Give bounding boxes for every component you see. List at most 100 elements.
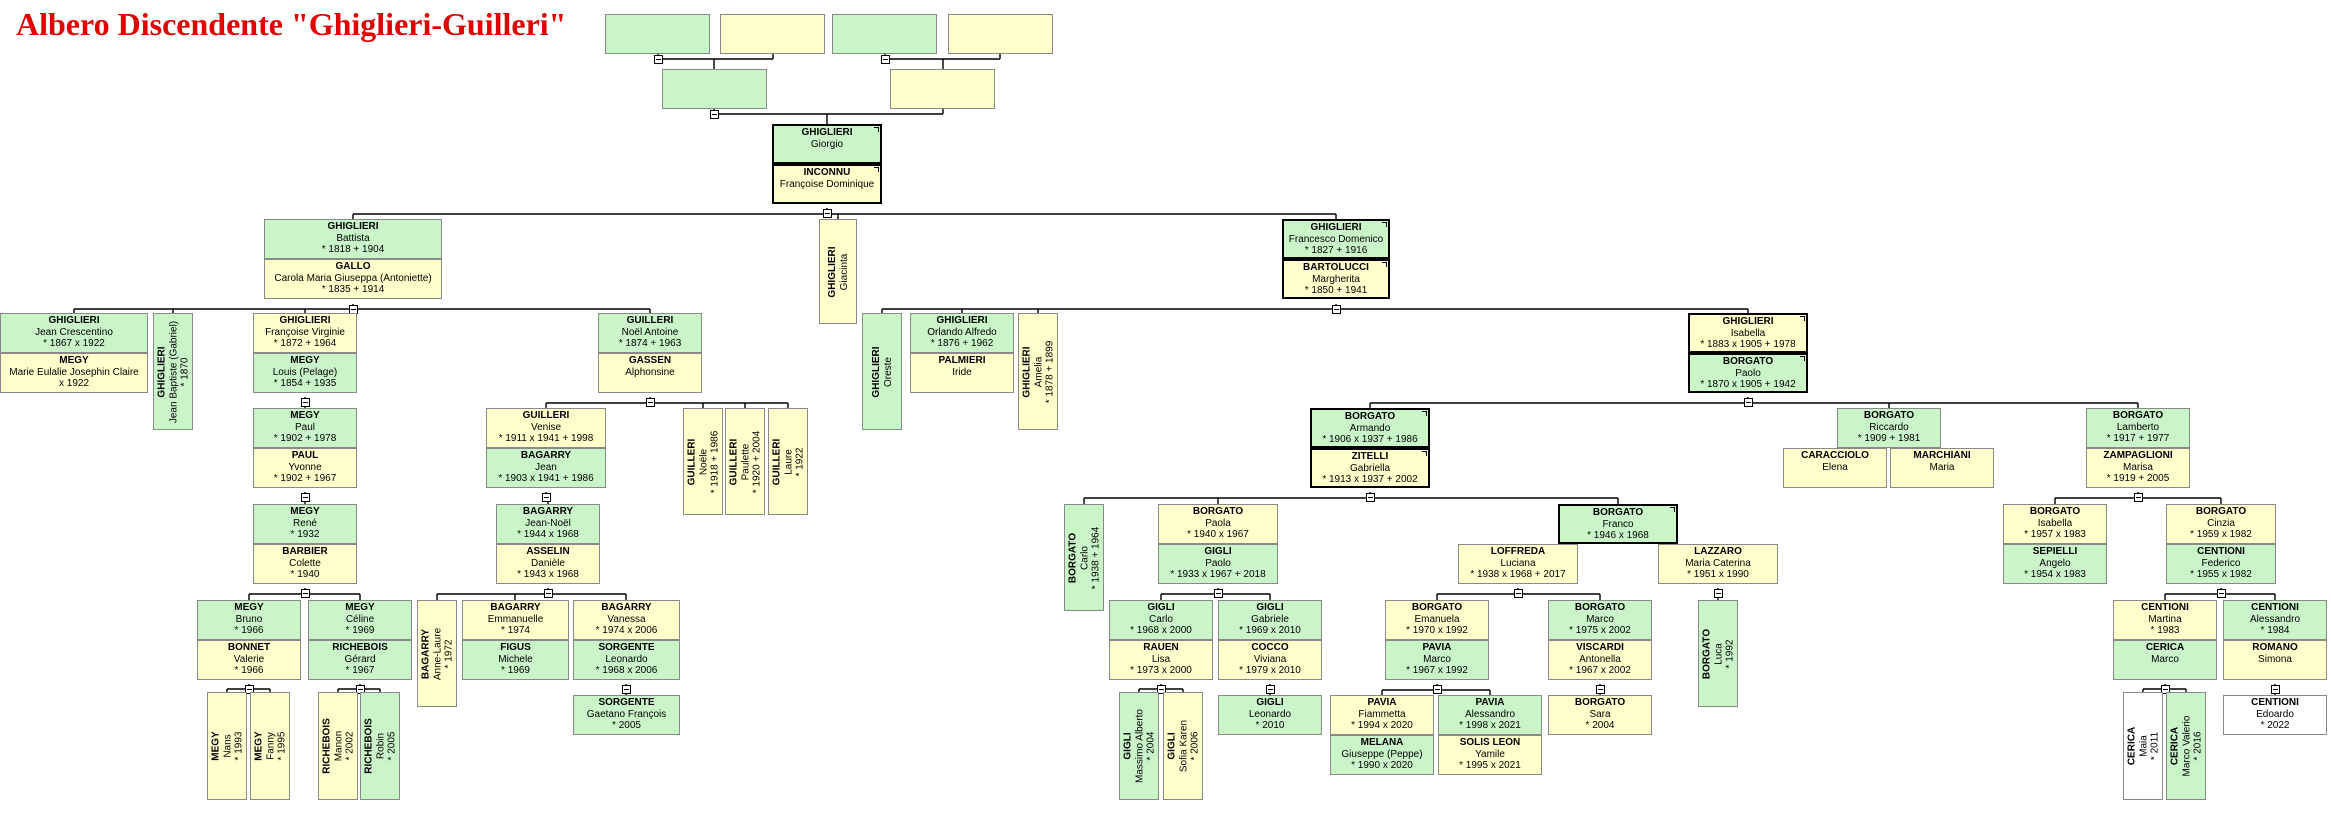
collapse-toggle-icon[interactable] — [2271, 685, 2280, 694]
collapse-toggle-icon[interactable] — [1514, 589, 1523, 598]
collapse-toggle-icon[interactable] — [646, 398, 655, 407]
collapse-toggle-icon[interactable] — [245, 685, 254, 694]
collapse-toggle-icon[interactable] — [301, 589, 310, 598]
collapse-toggle-icon[interactable] — [2217, 589, 2226, 598]
collapse-toggle-icon[interactable] — [1596, 685, 1605, 694]
collapse-toggle-icon[interactable] — [2134, 493, 2143, 502]
empty-person-box[interactable] — [948, 14, 1053, 54]
collapse-toggle-icon[interactable] — [823, 209, 832, 218]
collapse-toggle-icon[interactable] — [1366, 493, 1375, 502]
collapse-toggle-icon[interactable] — [881, 55, 890, 64]
collapse-toggle-icon[interactable] — [710, 110, 719, 119]
collapse-toggle-icon[interactable] — [301, 493, 310, 502]
collapse-toggle-icon[interactable] — [622, 685, 631, 694]
empty-person-box[interactable] — [720, 14, 825, 54]
collapse-toggle-icon[interactable] — [1214, 589, 1223, 598]
collapse-toggle-icon[interactable] — [1744, 398, 1753, 407]
collapse-toggle-icon[interactable] — [1332, 305, 1341, 314]
empty-person-box[interactable] — [662, 69, 767, 109]
collapse-toggle-icon[interactable] — [301, 398, 310, 407]
collapse-toggle-icon[interactable] — [1714, 589, 1723, 598]
collapse-toggle-icon[interactable] — [544, 589, 553, 598]
collapse-toggle-icon[interactable] — [1266, 685, 1275, 694]
collapse-toggle-icon[interactable] — [2161, 685, 2170, 694]
collapse-toggle-icon[interactable] — [542, 493, 551, 502]
